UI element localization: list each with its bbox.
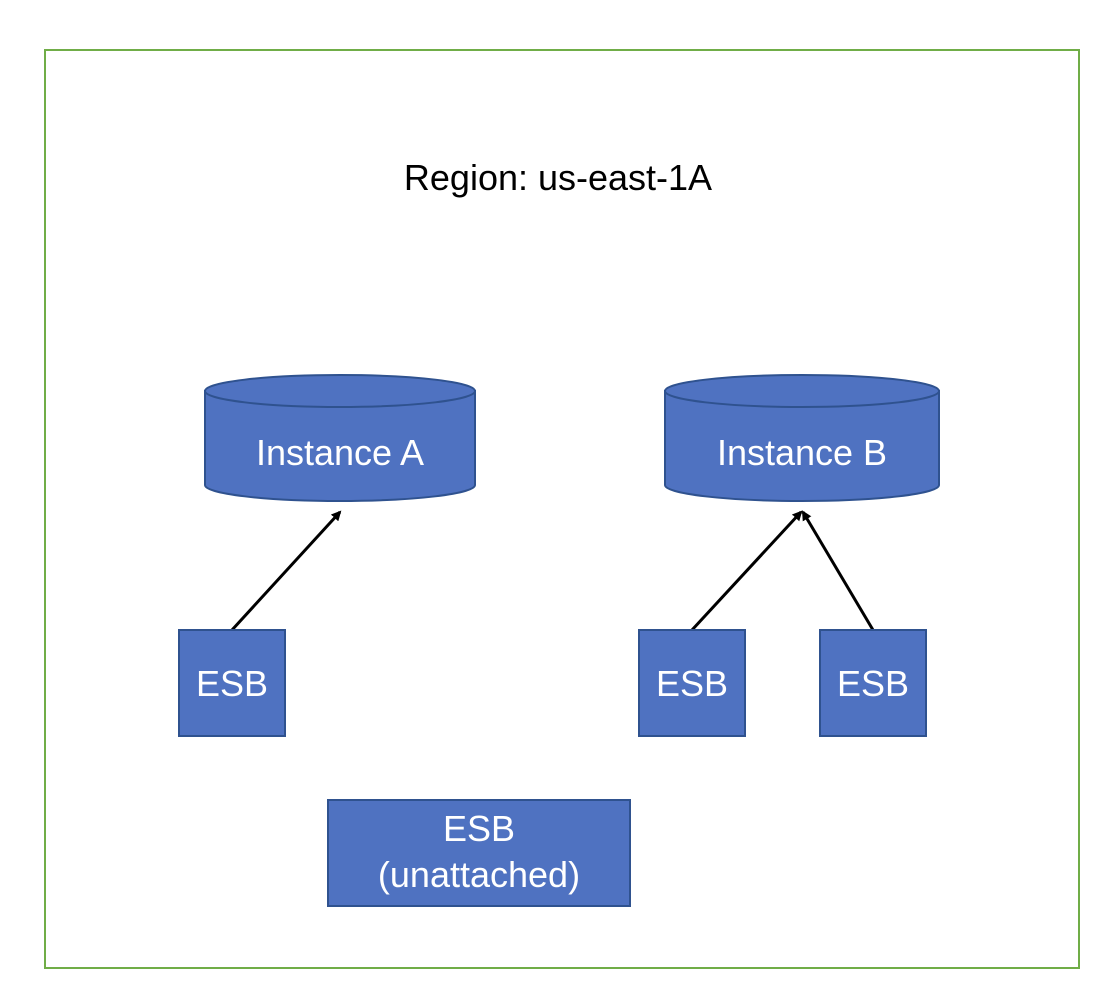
instance-b-cylinder[interactable]: Instance B <box>664 374 940 502</box>
arrow-esb-2-to-instance-b <box>690 510 803 632</box>
esb-volume-unattached[interactable]: ESB (unattached) <box>327 799 631 907</box>
esb-unattached-label-line1: ESB <box>443 808 515 849</box>
instance-a-top <box>204 374 476 408</box>
instance-b-body <box>664 390 940 502</box>
esb-volume-1[interactable]: ESB <box>178 629 286 737</box>
esb-volume-1-box <box>178 629 286 737</box>
instance-a-body <box>204 390 476 502</box>
esb-volume-3[interactable]: ESB <box>819 629 927 737</box>
esb-volume-2-box <box>638 629 746 737</box>
esb-volume-3-label: ESB <box>837 663 909 704</box>
esb-volume-2[interactable]: ESB <box>638 629 746 737</box>
esb-volume-1-label: ESB <box>196 663 268 704</box>
instance-a-cylinder[interactable]: Instance A <box>204 374 476 502</box>
esb-unattached-box <box>327 799 631 907</box>
region-label: Region: us-east-1A <box>404 157 712 198</box>
arrow-esb-1-to-instance-a <box>230 510 342 632</box>
instance-b-top <box>664 374 940 408</box>
instance-b-label: Instance B <box>717 432 887 473</box>
esb-volume-2-label: ESB <box>656 663 728 704</box>
arrow-esb-3-to-instance-b <box>801 510 875 631</box>
instance-a-label: Instance A <box>256 432 424 473</box>
esb-unattached-label-line2: (unattached) <box>378 854 580 895</box>
esb-volume-3-box <box>819 629 927 737</box>
